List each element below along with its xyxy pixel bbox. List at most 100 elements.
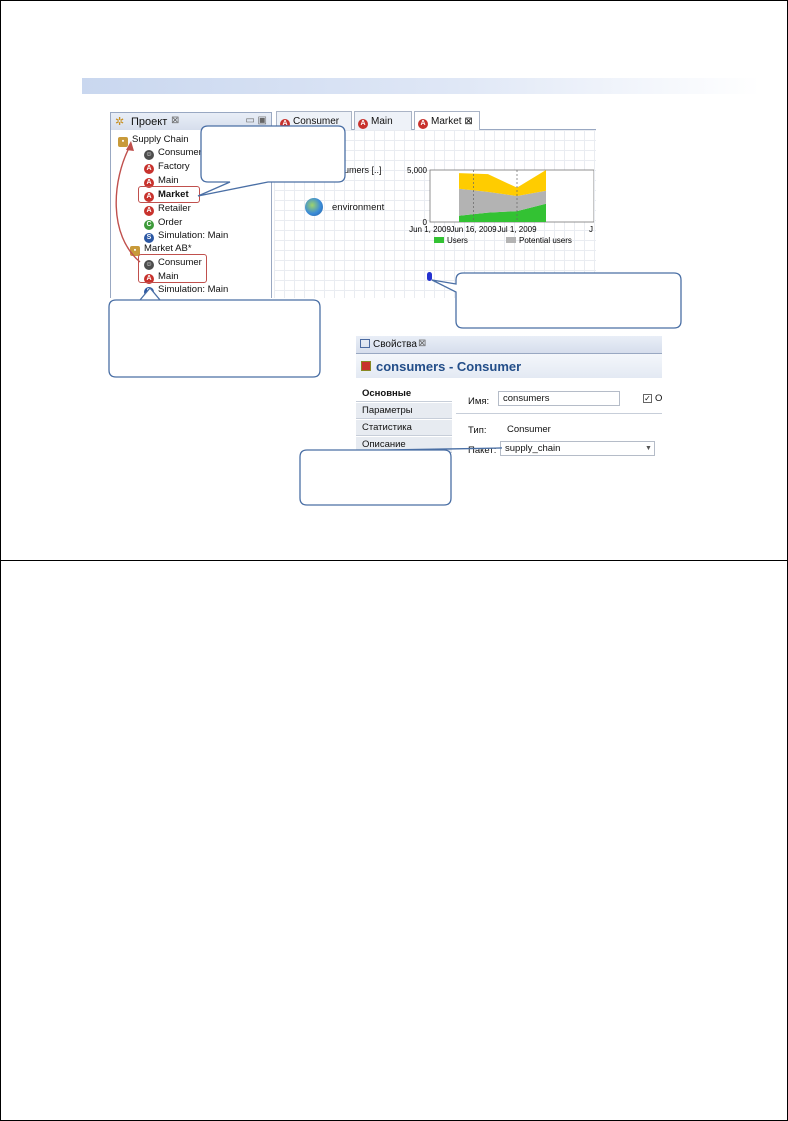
side-tab-basic[interactable]: Основные (356, 386, 452, 402)
tree-item-label: Retailer (158, 203, 191, 214)
legend-swatch (506, 237, 516, 243)
model-icon: ▪ (118, 137, 128, 147)
tree-item-main[interactable]: A Main (144, 175, 179, 188)
properties-tab[interactable]: Свойства ⊠ (356, 336, 662, 354)
properties-icon (360, 339, 370, 348)
tree-item-consumer[interactable]: ☺ Consumer (144, 257, 202, 270)
environment-label: environment (332, 202, 385, 213)
callout-package (299, 447, 503, 506)
side-tab-parameters[interactable]: Параметры (356, 403, 452, 419)
project-tree: ▪ Supply Chain ☺ Consumer A Factory A Main A… (110, 130, 272, 298)
agent-icon: A (144, 192, 154, 202)
tree-item-retailer[interactable]: A Retailer (144, 203, 191, 216)
tree-item-label: Main (158, 271, 179, 282)
area-series-0 (459, 203, 546, 222)
close-icon[interactable]: ⊠ (464, 116, 473, 127)
properties-panel: Свойства ⊠ consumers - Consumer Основные… (356, 336, 662, 458)
callout-agent (431, 272, 682, 329)
name-field[interactable]: consumers (498, 391, 620, 406)
package-label: Пакет: (468, 445, 497, 456)
tree-item-order[interactable]: C Order (144, 217, 183, 230)
tree-item-label: Supply Chain (132, 134, 189, 145)
model-icon: ▪ (130, 246, 140, 256)
package-dropdown[interactable]: supply_chain (500, 441, 655, 456)
area-series-2 (459, 170, 546, 196)
tree-item-label: Simulation: Main (158, 284, 229, 295)
highlight-consumer-main (138, 254, 207, 283)
chevron-down-icon[interactable]: ▼ (645, 445, 652, 452)
class-icon: C (144, 220, 154, 230)
tree-item-main[interactable]: A Main (144, 271, 179, 284)
x-tick-label: Jun 16, 2009 (450, 225, 497, 234)
agent-icon: A (144, 206, 154, 216)
tab-label: Main (371, 116, 393, 127)
x-tick-label: Jun 1, 2009 (409, 225, 451, 234)
tree-item-market[interactable]: A Market (144, 189, 189, 202)
checkbox[interactable]: ✓ (643, 394, 652, 403)
tab-label: Consumer (293, 116, 340, 127)
type-field[interactable]: Consumer (502, 422, 662, 437)
callout-project (108, 286, 321, 378)
legend-label: Potential users (519, 236, 572, 245)
agent-icon: A (144, 178, 154, 188)
tree-item-label: Simulation: Main (158, 230, 229, 241)
project-icon: ✲ (115, 116, 125, 128)
consumers-population-label: umers [..] (344, 165, 382, 175)
legend-label: Users (447, 236, 468, 245)
slide-header-bar (82, 78, 760, 94)
y-tick-label: 0 (423, 218, 428, 227)
arrow-head-icon (126, 141, 134, 151)
close-icon[interactable]: ⊠ (171, 115, 180, 126)
tree-item-label: Consumer (158, 147, 202, 158)
name-label: Имя: (468, 396, 490, 407)
agent-icon: A (280, 119, 290, 129)
callouts-layer (108, 125, 682, 506)
minimize-maximize-icon[interactable]: ▭ ▣ (245, 115, 267, 126)
agent-presentation-icon[interactable] (427, 272, 432, 281)
type-label: Тип: (468, 425, 487, 436)
tree-item-consumer[interactable]: ☺ Consumer (144, 147, 202, 160)
agent-icon: A (144, 164, 154, 174)
side-tab-statistics[interactable]: Статистика (356, 420, 452, 436)
agent-icon: A (418, 119, 428, 129)
callout-market (197, 125, 346, 197)
globe-icon[interactable] (305, 198, 323, 216)
tree-item-simulation[interactable]: S Simulation: Main (144, 230, 229, 243)
tree-item-label: Market AB* (144, 243, 192, 254)
separator (456, 413, 662, 414)
copy-arrow (115, 145, 141, 263)
tree-item-market-ab[interactable]: ▪ Market AB* (130, 243, 192, 256)
agent-icon: A (358, 119, 368, 129)
legend-swatch (434, 237, 444, 243)
area-series-1 (459, 188, 546, 216)
slide-divider (0, 560, 788, 561)
tree-item-label: Market (158, 189, 189, 200)
project-tab-label: Проект (131, 116, 168, 128)
x-tick-label: Jul 1, 2009 (497, 225, 537, 234)
tree-item-supply-chain[interactable]: ▪ Supply Chain (118, 134, 189, 147)
experiment-icon: S (144, 233, 154, 243)
properties-title: consumers - Consumer (376, 359, 522, 374)
tree-item-label: Factory (158, 161, 190, 172)
close-icon[interactable]: ⊠ (418, 338, 427, 349)
tree-item-factory[interactable]: A Factory (144, 161, 190, 174)
x-tick-label: J (589, 225, 593, 234)
agent-icon: A (144, 274, 154, 284)
population-icon (361, 361, 371, 371)
tree-item-label: Consumer (158, 257, 202, 268)
tab-label: Market (431, 116, 462, 127)
checkbox-label: О (655, 393, 663, 404)
y-tick-label: 5,000 (407, 166, 428, 175)
tree-item-label: Order (158, 217, 183, 228)
tree-item-label: Main (158, 175, 179, 186)
highlight-market (138, 186, 200, 203)
person-icon: ☺ (144, 260, 154, 270)
properties-title-bar: consumers - Consumer (356, 354, 662, 378)
person-icon: ☺ (144, 150, 154, 160)
properties-tab-label: Свойства (373, 339, 417, 350)
